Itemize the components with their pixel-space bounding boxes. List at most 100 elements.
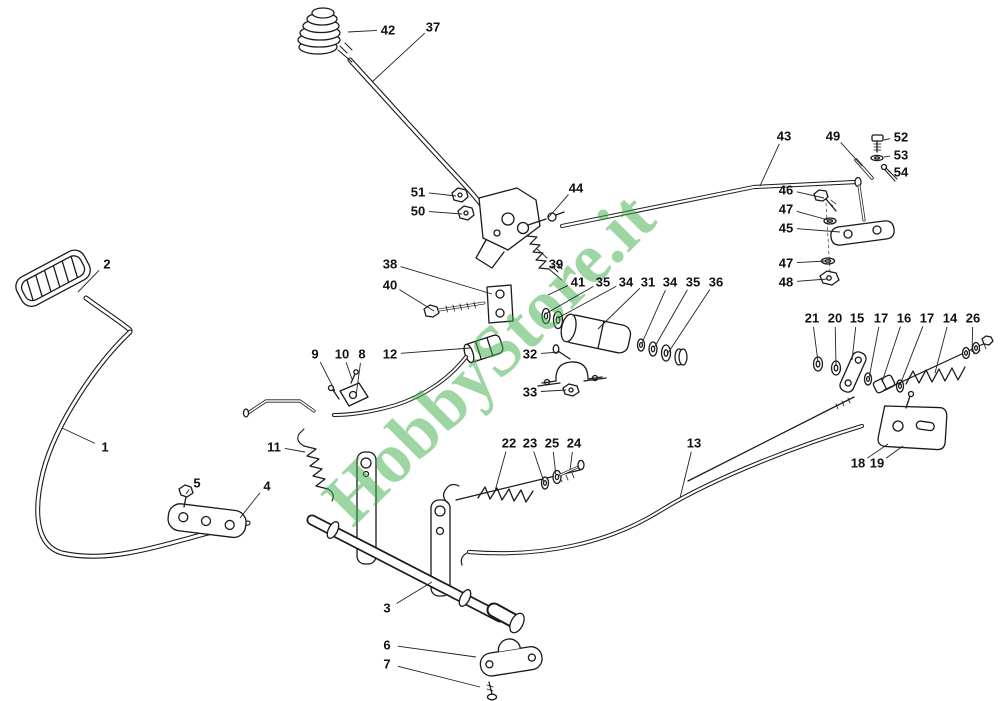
part-label-45: 45 (779, 221, 793, 236)
leader-line-34 (641, 289, 666, 344)
part-label-17: 17 (874, 311, 888, 326)
part-label-47: 47 (779, 256, 793, 271)
spring-rod-22 (443, 459, 585, 505)
part-label-35: 35 (596, 275, 610, 290)
part-label-39: 39 (549, 257, 563, 272)
part-label-33: 33 (523, 385, 537, 400)
part-label-38: 38 (383, 257, 397, 272)
part-label-34: 34 (619, 275, 634, 290)
upper-bolt-group (854, 134, 898, 182)
part-label-41: 41 (571, 275, 585, 290)
part-label-42: 42 (381, 23, 395, 38)
leader-line-12 (400, 347, 471, 354)
leader-line-36 (667, 289, 711, 354)
part-label-54: 54 (894, 165, 909, 180)
middle-assembly (242, 284, 688, 502)
part-label-48: 48 (779, 275, 793, 290)
leader-line-20 (834, 326, 837, 367)
part-label-25: 25 (545, 436, 559, 451)
leader-line-9 (319, 361, 336, 392)
leader-line-42 (347, 30, 378, 33)
bracket-4 (167, 503, 247, 539)
leader-line-34 (557, 285, 617, 319)
part-label-34: 34 (663, 275, 678, 290)
leader-line-48 (796, 278, 828, 282)
leader-line-51 (428, 192, 457, 197)
part-label-26: 26 (966, 311, 980, 326)
brake-rod-13 (460, 423, 865, 566)
part-label-49: 49 (826, 129, 840, 144)
leader-line-3 (396, 581, 433, 604)
part-label-50: 50 (411, 204, 425, 219)
brake-pedal-assembly (15, 249, 251, 559)
cylinder-31 (560, 313, 632, 354)
leader-line-19 (885, 445, 904, 459)
part-label-12: 12 (383, 347, 397, 362)
part-label-46: 46 (779, 183, 793, 198)
bolt-5 (178, 484, 194, 498)
leader-line-5 (185, 489, 190, 495)
leader-line-18 (867, 443, 889, 459)
part-label-19: 19 (870, 456, 884, 471)
leader-line-15 (851, 326, 857, 361)
part-label-8: 8 (358, 347, 365, 362)
part-label-51: 51 (411, 185, 425, 200)
part-label-16: 16 (897, 311, 911, 326)
part-label-43: 43 (777, 129, 791, 144)
leader-line-7 (397, 665, 481, 688)
leader-line-11 (284, 447, 306, 453)
part-label-1: 1 (101, 440, 108, 455)
part-label-37: 37 (426, 20, 440, 35)
diagram-artwork (15, 7, 994, 701)
bolt-7 (488, 681, 493, 695)
spring-14 (905, 366, 966, 385)
leader-line-10 (345, 362, 353, 380)
bracket-38 (486, 284, 514, 324)
gear-boot-42 (297, 7, 341, 55)
leader-line-16 (881, 326, 901, 383)
leader-line-32 (540, 351, 561, 354)
right-linkage (687, 335, 994, 482)
part-label-14: 14 (943, 311, 958, 326)
leader-line-25 (552, 451, 557, 477)
part-label-31: 31 (641, 275, 655, 290)
part-label-13: 13 (687, 436, 701, 451)
part-label-18: 18 (851, 456, 865, 471)
part-label-32: 32 (523, 347, 537, 362)
leader-line-40 (399, 289, 435, 312)
right-bracket-45 (813, 189, 895, 286)
leader-line-38 (400, 266, 493, 295)
part-label-20: 20 (828, 311, 842, 326)
bracket-18-19 (877, 405, 948, 451)
part-label-47: 47 (779, 202, 793, 217)
leader-line-35 (546, 285, 594, 314)
part-label-4: 4 (263, 479, 271, 494)
leader-line-31 (597, 287, 641, 330)
leader-line-13 (679, 451, 692, 499)
leader-line-14 (934, 326, 948, 374)
leader-line-21 (813, 326, 819, 363)
leader-line-22 (494, 451, 507, 492)
lever-spring-39 (526, 235, 550, 270)
bracket-6 (479, 638, 543, 677)
leader-line-17 (899, 326, 924, 386)
leader-line-26 (971, 326, 974, 353)
gear-lever-assembly (297, 7, 565, 281)
pedal-pad-2 (15, 249, 91, 307)
coupler-12 (463, 334, 504, 364)
leader-line-53 (883, 155, 891, 158)
leader-line-33 (540, 389, 567, 392)
leader-line-24 (569, 451, 573, 471)
part-label-9: 9 (311, 347, 318, 362)
part-label-6: 6 (383, 638, 390, 653)
leader-line-6 (397, 645, 477, 658)
hanger-plate-a (356, 451, 377, 565)
leader-line-47 (796, 260, 827, 263)
leader-line-43 (759, 143, 780, 187)
bolt-24 (577, 459, 585, 471)
bolt-40 (423, 304, 440, 318)
leader-line-37 (371, 32, 426, 83)
part-label-10: 10 (335, 347, 349, 362)
leader-line-47 (796, 210, 829, 221)
